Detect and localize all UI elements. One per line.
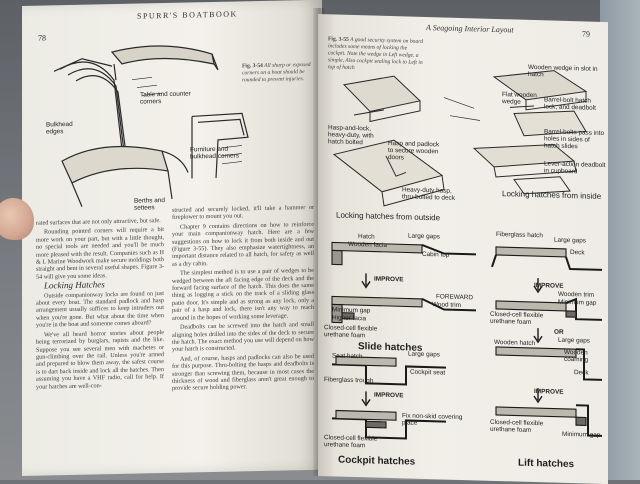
- label-lever-action: Lever-action deadbolt in cupboard: [544, 160, 606, 176]
- label-table-corners: Table and counter corners: [140, 90, 191, 106]
- label-wooden-coaming: Wooden coaming: [564, 348, 589, 364]
- label-slide-closed-cell: Closed-cell flexible urethane foam: [324, 324, 378, 340]
- label-furniture-corners: Furniture and bulkhead corners: [190, 145, 240, 161]
- label-lift-improve: IMPROVE: [534, 282, 564, 290]
- corners-sketch: [53, 45, 249, 207]
- fig-3-54-number: Fig. 3-54: [242, 62, 263, 70]
- label-bulkhead-edges: Bulkhead edges: [46, 120, 73, 136]
- label-lift-minimum-gap-2: Minimum gap: [562, 430, 601, 439]
- label-lift-minimum-gap: Minimum gap: [558, 298, 597, 307]
- label-cockpit-seat: Cockpit seat: [410, 368, 446, 377]
- label-lift-closed-cell: Closed-cell flexible urethane foam: [490, 310, 544, 326]
- label-cockpit-improve: IMPROVE: [374, 391, 404, 400]
- left-c2-p3: The simplest method is to use a pair of …: [172, 267, 314, 322]
- label-wooden-trim: Wooden trim: [558, 290, 595, 299]
- label-hatch: Hatch: [358, 233, 375, 241]
- title-cockpit-hatches: Cockpit hatches: [338, 454, 416, 468]
- left-page: 78 SPURR'S BOATBOOK: [22, 0, 322, 477]
- hatch-seal-diagrams: [331, 241, 602, 440]
- label-higher-facia: Higher facia: [332, 314, 367, 323]
- label-lift-improve-2: IMPROVE: [534, 388, 564, 396]
- left-c2-p1: structed and securely locked, it'll take…: [172, 203, 314, 222]
- label-heavy-duty-hasp: Heavy-duty hasp, thru-bolted to deck: [402, 186, 455, 202]
- label-barrel-bolt-holes: Barrel-bolts pass into holes in sides of…: [544, 128, 605, 151]
- label-fiberglass-hatch: Fiberglass hatch: [496, 230, 543, 240]
- hatch-lock-sketch: [332, 70, 588, 207]
- label-slide-minimum-gap: Minimum gap: [332, 306, 371, 315]
- label-fiberglass-trough: Fiberglass trough: [324, 376, 374, 385]
- page-number-right: 79: [582, 29, 590, 39]
- label-wooden-wedge: Wooden wedge in slot in hatch: [528, 63, 598, 79]
- label-cockpit-large-gaps: Large gaps: [408, 350, 440, 359]
- left-c1-p4: We've all heard horror stories about peo…: [36, 328, 164, 391]
- label-cabin-top: Cabin top: [422, 250, 450, 259]
- label-lift-large-gaps-2: Large gaps: [558, 336, 590, 345]
- left-c1-p2: Rounding pointed corners will require a …: [36, 226, 164, 281]
- fig-3-54-caption: Fig. 3-54 All sharp or exposed corners o…: [242, 62, 318, 85]
- left-column-1: rated surfaces that are not only attract…: [36, 217, 164, 393]
- running-head-left: SPURR'S BOATBOOK: [137, 9, 238, 21]
- label-or: OR: [554, 328, 564, 336]
- left-c2-p5: And, of course, hasps and padlocks can a…: [172, 352, 314, 393]
- label-cockpit-closed-cell: Closed-cell flexible urethane foam: [324, 434, 378, 450]
- label-deck-2: Deck: [574, 369, 589, 377]
- right-page: A Seagoing Interior Layout 79 Fig. 3-55 …: [318, 14, 608, 484]
- label-forward: FOREWARD: [436, 293, 474, 302]
- label-hasp-padlock: Hasp and padlock to secure wooden doors: [388, 139, 440, 162]
- left-c2-p4: Deadbolts can be screwed into the hatch …: [172, 320, 314, 354]
- label-deck: Deck: [570, 249, 585, 257]
- left-c2-p2: Chapter 9 contains directions on how to …: [172, 220, 314, 268]
- label-lift-closed-cell-2: Closed-cell flexible urethane foam: [490, 418, 544, 434]
- left-column-2: structed and securely locked, it'll take…: [172, 204, 314, 395]
- thumb-holding-page: [0, 198, 34, 240]
- running-head-right: A Seagoing Interior Layout: [426, 23, 514, 35]
- label-barrel-bolt: Barrel-bolt hatch lock, and deadbolt: [544, 96, 596, 112]
- label-wood-trim: Wood trim: [432, 301, 462, 309]
- title-lift-hatches: Lift hatches: [518, 457, 575, 471]
- fig-3-55-number: Fig. 3-55: [328, 36, 349, 43]
- label-wooden-hatch: Wooden hatch: [494, 338, 536, 348]
- label-slide-large-gaps: Large gaps: [408, 232, 440, 241]
- label-hasp-lock: Hasp-and-lock, heavy-duty, with hatch bo…: [328, 124, 374, 147]
- section-heading-locking-hatches: Locking Hatches: [44, 279, 105, 291]
- left-c1-p1: rated surfaces that are not only attract…: [36, 217, 161, 227]
- label-wooden-facia: Wooden facia: [348, 240, 387, 249]
- label-non-skid: Fix non-skid covering place: [402, 412, 463, 427]
- label-lift-large-gaps: Large gaps: [554, 236, 586, 245]
- label-seat-hatch: Seat hatch: [332, 352, 363, 361]
- label-slide-improve: IMPROVE: [374, 275, 404, 284]
- left-c1-p3: Outside companionway locks are found on …: [36, 289, 164, 329]
